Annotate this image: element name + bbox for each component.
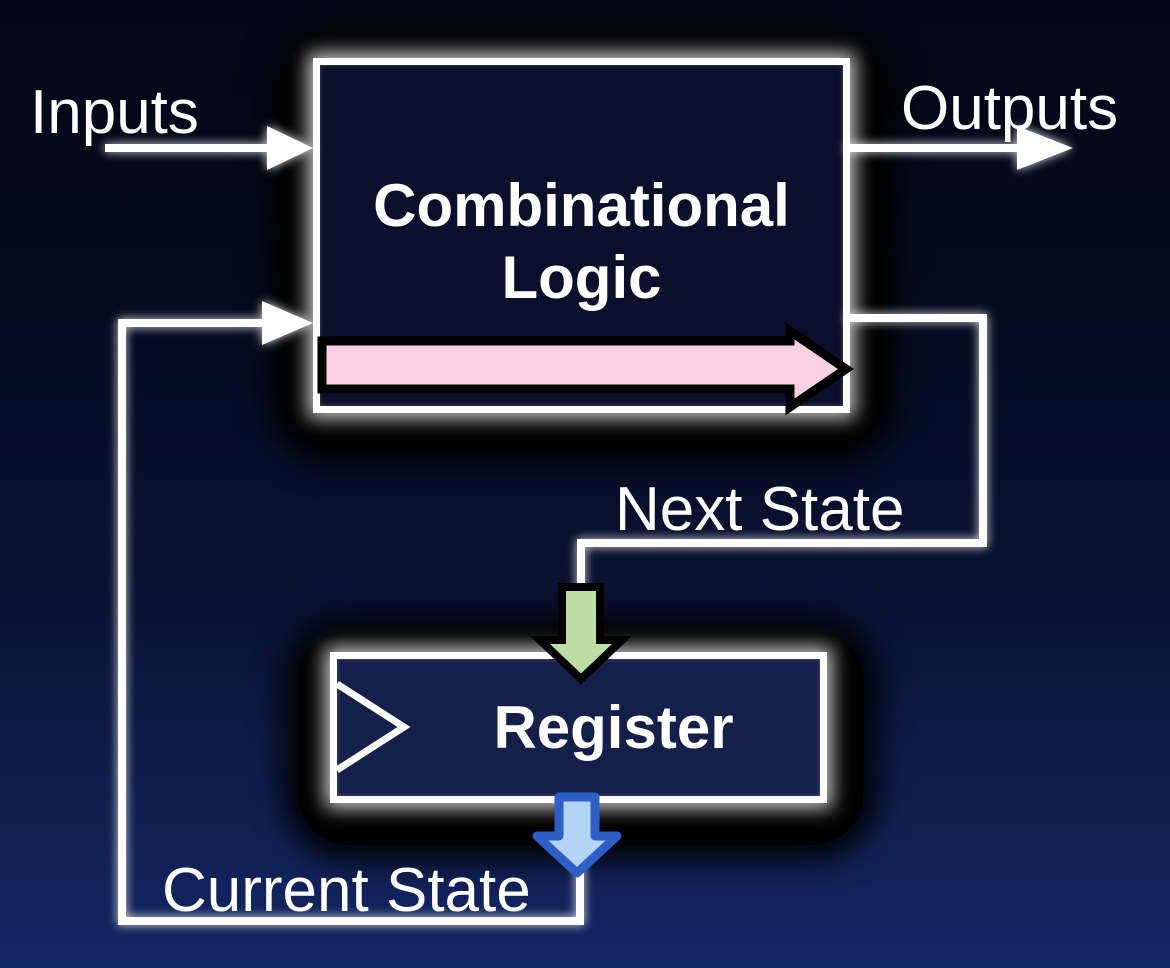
combinational-logic-box-label: Combinational Logic: [373, 172, 790, 311]
inputs-label: Inputs: [30, 78, 199, 147]
current-state-label: Current State: [162, 856, 531, 925]
next-state-label: Next State: [615, 475, 905, 544]
outputs-label: Outputs: [901, 74, 1119, 143]
register-box-label: Register: [493, 694, 734, 761]
